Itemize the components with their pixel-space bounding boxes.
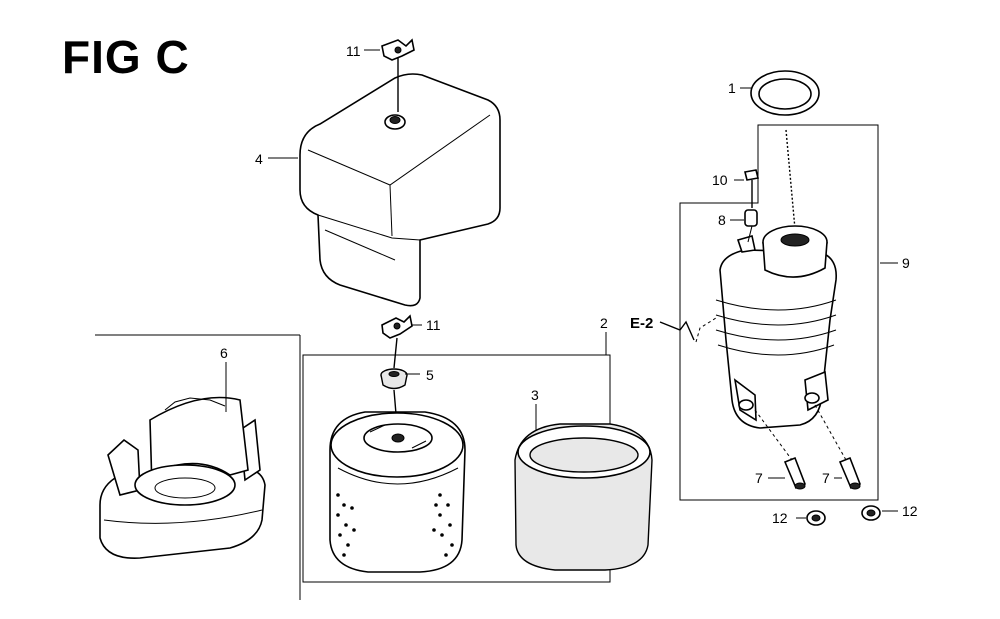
air-cleaner-elbow xyxy=(715,129,837,429)
callout-4: 4 xyxy=(255,151,263,167)
wing-nut-top xyxy=(381,38,415,112)
nut-left xyxy=(806,510,826,526)
reference-leader xyxy=(659,320,695,341)
callout-12-left: 12 xyxy=(772,510,788,526)
group-box-9 xyxy=(679,124,879,501)
callout-2: 2 xyxy=(600,315,608,331)
paper-filter-element xyxy=(329,411,466,573)
grommet xyxy=(380,368,408,439)
foam-pre-cleaner xyxy=(514,423,653,571)
callout-11-top: 11 xyxy=(346,43,361,59)
wing-nut-middle xyxy=(381,314,413,369)
group-box-2 xyxy=(302,354,611,583)
callout-3: 3 xyxy=(531,387,539,403)
callout-1: 1 xyxy=(728,80,736,96)
air-cleaner-base xyxy=(99,396,266,559)
callout-7-left: 7 xyxy=(755,470,763,486)
collar xyxy=(744,209,758,243)
callout-5: 5 xyxy=(426,367,434,383)
reference-leader-dashed xyxy=(695,317,717,343)
callout-9: 9 xyxy=(902,255,910,271)
air-cleaner-cover xyxy=(299,73,501,307)
callout-8: 8 xyxy=(718,212,726,228)
bushing-right xyxy=(838,456,862,490)
nut-right xyxy=(861,505,881,521)
flange-bolt xyxy=(744,169,759,208)
callout-7-right: 7 xyxy=(822,470,830,486)
reference-e2: E-2 xyxy=(630,315,653,332)
callout-12-right: 12 xyxy=(902,503,918,519)
callout-10: 10 xyxy=(712,172,728,188)
sealing-ring xyxy=(750,70,820,116)
callout-6: 6 xyxy=(220,345,228,361)
callout-11-middle: 11 xyxy=(426,317,441,333)
bushing-left xyxy=(783,456,807,490)
figure-title: FIG C xyxy=(62,31,190,83)
